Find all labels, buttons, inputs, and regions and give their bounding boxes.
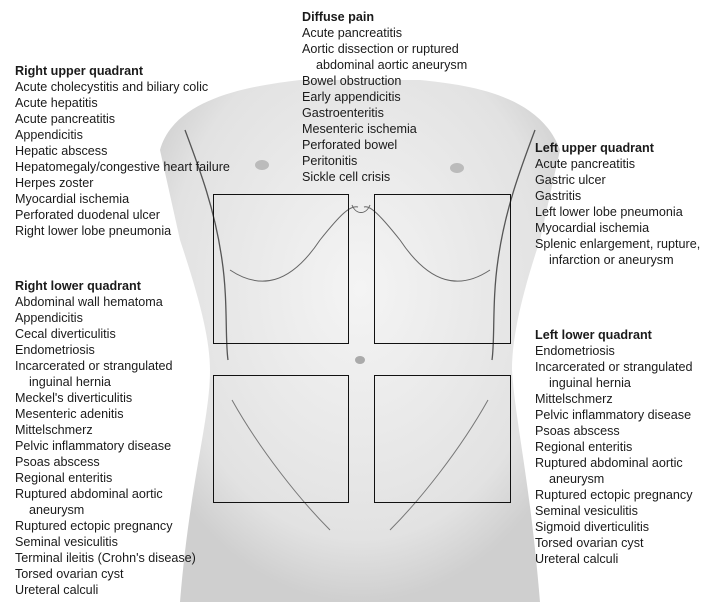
condition-item: Splenic enlargement, rupture, [535, 237, 701, 251]
condition-item: Mittelschmerz [15, 423, 93, 437]
condition-item: Ruptured abdominal aortic [15, 487, 163, 501]
condition-item: Ruptured ectopic pregnancy [535, 488, 693, 502]
condition-item: Torsed ovarian cyst [15, 567, 124, 581]
condition-item: Seminal vesiculitis [535, 504, 638, 518]
left-lower-quadrant-box [374, 375, 511, 503]
condition-item: Psoas abscess [15, 455, 100, 469]
group-title: Left upper quadrant [535, 141, 654, 155]
left-upper-quadrant-box [374, 194, 511, 344]
condition-item: Acute pancreatitis [15, 112, 116, 126]
condition-item: Incarcerated or strangulated [535, 360, 693, 374]
group-title: Right upper quadrant [15, 64, 144, 78]
condition-item: Myocardial ischemia [535, 221, 650, 235]
condition-item: Perforated bowel [302, 138, 398, 152]
condition-item: Left lower lobe pneumonia [535, 205, 683, 219]
condition-item: Bowel obstruction [302, 74, 402, 88]
condition-item: Pelvic inflammatory disease [15, 439, 172, 453]
condition-item: Endometriosis [535, 344, 615, 358]
condition-item: Mesenteric adenitis [15, 407, 124, 421]
condition-item: Sigmoid diverticulitis [535, 520, 650, 534]
condition-item: Gastritis [535, 189, 582, 203]
navel [355, 356, 365, 364]
condition-item: Seminal vesiculitis [15, 535, 118, 549]
condition-item: Appendicitis [15, 311, 83, 325]
condition-item: Ureteral calculi [535, 552, 619, 566]
condition-item: Pelvic inflammatory disease [535, 408, 692, 422]
condition-item: Terminal ileitis (Crohn's disease) [15, 551, 196, 565]
condition-item: Aortic dissection or ruptured [302, 42, 459, 56]
condition-item-continuation: inguinal hernia [29, 375, 111, 389]
condition-item: Acute pancreatitis [302, 26, 403, 40]
condition-item-continuation: infarction or aneurysm [549, 253, 674, 267]
condition-item: Sickle cell crisis [302, 170, 391, 184]
condition-item: Mittelschmerz [535, 392, 613, 406]
condition-item: Regional enteritis [15, 471, 113, 485]
condition-item-continuation: inguinal hernia [549, 376, 631, 390]
condition-item: Appendicitis [15, 128, 83, 142]
condition-item-continuation: aneurysm [549, 472, 605, 486]
group-title: Diffuse pain [302, 10, 375, 24]
condition-item-continuation: aneurysm [29, 503, 85, 517]
condition-item: Perforated duodenal ulcer [15, 208, 160, 222]
condition-item: Right lower lobe pneumonia [15, 224, 172, 238]
condition-item: Acute cholecystitis and biliary colic [15, 80, 209, 94]
right-lower-quadrant-box [213, 375, 349, 503]
condition-item: Acute hepatitis [15, 96, 98, 110]
condition-item: Cecal diverticulitis [15, 327, 116, 341]
condition-item: Gastric ulcer [535, 173, 606, 187]
condition-item: Peritonitis [302, 154, 358, 168]
condition-item: Hepatomegaly/congestive heart failure [15, 160, 230, 174]
condition-item: Incarcerated or strangulated [15, 359, 173, 373]
condition-item: Abdominal wall hematoma [15, 295, 163, 309]
group-title: Left lower quadrant [535, 328, 652, 342]
condition-item: Endometriosis [15, 343, 95, 357]
condition-item: Torsed ovarian cyst [535, 536, 644, 550]
condition-item-continuation: abdominal aortic aneurysm [316, 58, 468, 72]
nipple-left [450, 163, 464, 173]
condition-item: Ruptured ectopic pregnancy [15, 519, 173, 533]
condition-item: Meckel's diverticulitis [15, 391, 133, 405]
condition-item: Hepatic abscess [15, 144, 108, 158]
condition-item: Myocardial ischemia [15, 192, 130, 206]
condition-item: Ureteral calculi [15, 583, 99, 597]
group-title: Right lower quadrant [15, 279, 141, 293]
condition-item: Ruptured abdominal aortic [535, 456, 683, 470]
condition-item: Acute pancreatitis [535, 157, 636, 171]
condition-item: Regional enteritis [535, 440, 633, 454]
right-upper-quadrant-box [213, 194, 349, 344]
condition-item: Mesenteric ischemia [302, 122, 417, 136]
condition-item: Gastroenteritis [302, 106, 384, 120]
condition-item: Herpes zoster [15, 176, 94, 190]
condition-item: Psoas abscess [535, 424, 620, 438]
nipple-right [255, 160, 269, 170]
condition-item: Early appendicitis [302, 90, 401, 104]
